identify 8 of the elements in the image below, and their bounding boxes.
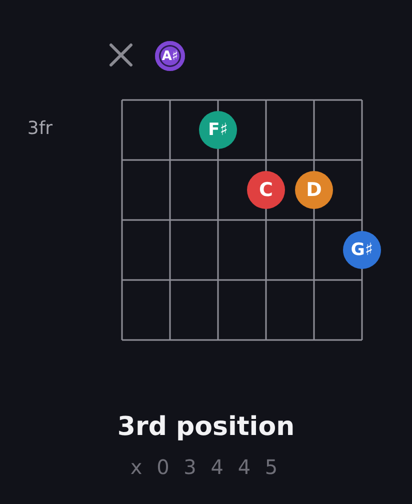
fret-number: 3fr <box>27 118 53 139</box>
note-dot: D <box>295 171 333 209</box>
note-dot: C <box>247 171 285 209</box>
note-dot: F♯ <box>199 111 237 149</box>
string-fingering: x 0 3 4 4 5 <box>130 455 282 479</box>
open-string-note: A♯ <box>155 41 185 71</box>
chord-title: 3rd position <box>117 412 295 442</box>
note-dot: G♯ <box>343 231 381 269</box>
